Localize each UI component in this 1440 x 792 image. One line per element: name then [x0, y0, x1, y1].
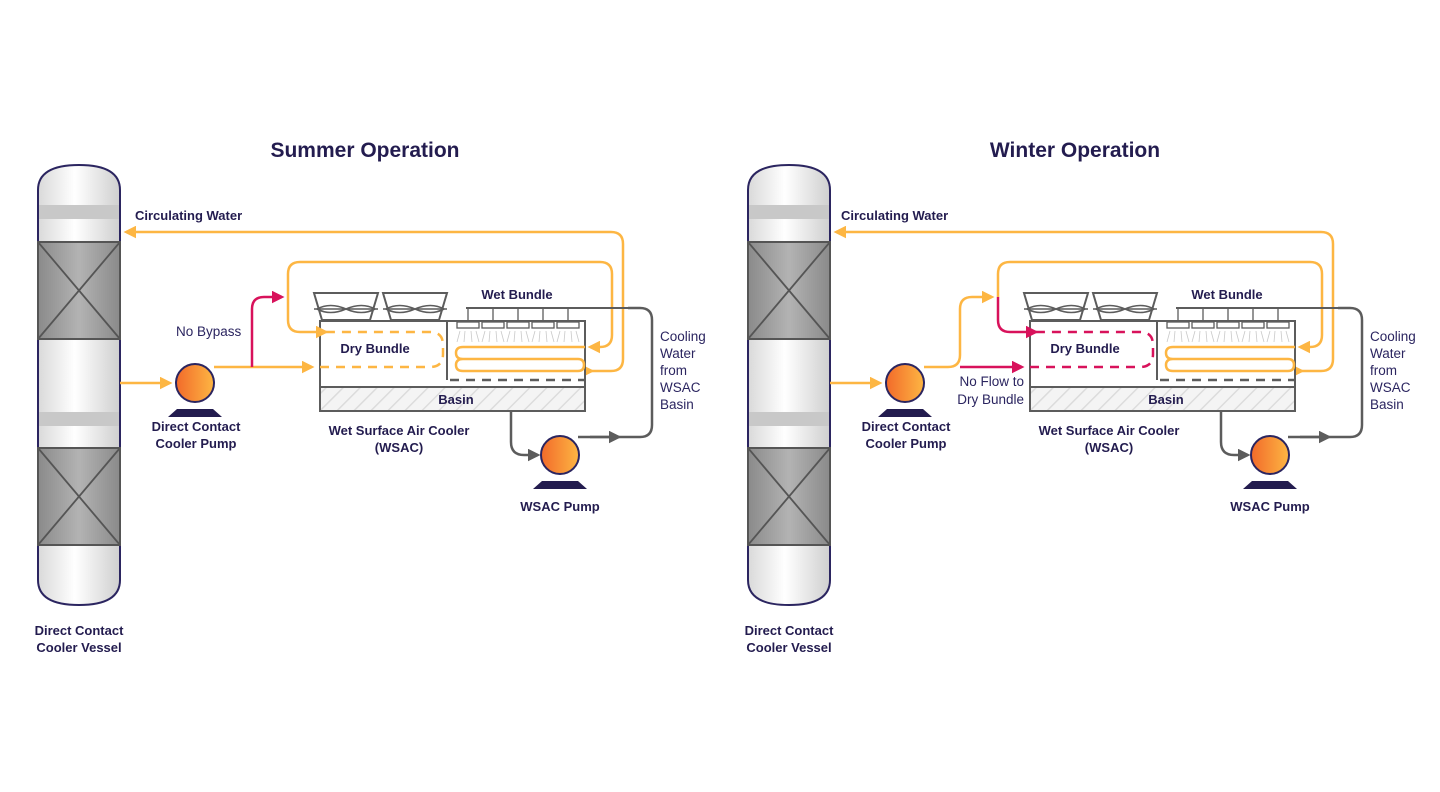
dcc-pump-label-line1: Direct Contact: [152, 419, 242, 434]
wet-bundle-label: Wet Bundle: [481, 287, 552, 302]
circulating-water-label: Circulating Water: [135, 208, 242, 223]
dry-bundle-coil: [1030, 330, 1155, 369]
wsac-pump-icon: [1242, 435, 1298, 490]
dcc-pump-label-line1: Direct Contact: [862, 419, 952, 434]
svg-text:WSAC: WSAC: [660, 380, 701, 395]
summer-panel: Summer Operation Circulating Water No By…: [35, 139, 706, 655]
vessel-label-line1: Direct Contact: [35, 623, 125, 638]
fan-icon: [1023, 292, 1158, 321]
wsac-label-line1: Wet Surface Air Cooler: [1039, 423, 1180, 438]
dcc-pump-icon: [877, 363, 933, 418]
bypass-pipe: [250, 290, 285, 367]
dry-bundle-label: Dry Bundle: [1050, 341, 1119, 356]
svg-text:Cooling: Cooling: [1370, 329, 1416, 344]
svg-text:from: from: [1370, 363, 1397, 378]
wsac-label-line1: Wet Surface Air Cooler: [329, 423, 470, 438]
dcc-pump-label-line2: Cooler Pump: [866, 436, 947, 451]
wsac-pump-label: WSAC Pump: [520, 499, 600, 514]
basin-label: Basin: [1148, 392, 1183, 407]
panel-title: Winter Operation: [990, 139, 1160, 162]
bypass-label-line1: No Flow to: [959, 374, 1024, 389]
svg-text:Cooling: Cooling: [660, 329, 706, 344]
bypass-label-line2: Dry Bundle: [957, 392, 1024, 407]
dcc-pump-icon: [167, 363, 223, 418]
dcc-pump-label-line2: Cooler Pump: [156, 436, 237, 451]
bypass-pipe: [924, 290, 995, 369]
dry-bundle-return-pipe: [286, 297, 329, 339]
panel-title: Summer Operation: [270, 139, 459, 162]
dry-bundle-label: Dry Bundle: [340, 341, 409, 356]
wsac-pump-icon: [532, 435, 588, 490]
dry-bundle-coil: [320, 330, 445, 369]
cooling-water-label: Cooling Water from WSAC Basin: [1370, 329, 1416, 412]
vessel-label-line2: Cooler Vessel: [746, 640, 831, 655]
svg-text:Water: Water: [660, 346, 696, 361]
wet-bundle-label: Wet Bundle: [1191, 287, 1262, 302]
svg-text:Basin: Basin: [1370, 397, 1404, 412]
dcc-vessel: [37, 164, 121, 606]
svg-text:WSAC: WSAC: [1370, 380, 1411, 395]
vessel-label-line2: Cooler Vessel: [36, 640, 121, 655]
circulating-water-label: Circulating Water: [841, 208, 948, 223]
dry-bundle-return-pipe: [996, 297, 1039, 339]
wsac-pump-label: WSAC Pump: [1230, 499, 1310, 514]
wsac-label-line2: (WSAC): [375, 440, 423, 455]
vessel-label-line1: Direct Contact: [745, 623, 835, 638]
fan-icon: [313, 292, 448, 321]
svg-text:Basin: Basin: [660, 397, 694, 412]
svg-text:from: from: [660, 363, 687, 378]
cooling-water-label: Cooling Water from WSAC Basin: [660, 329, 706, 412]
wsac-label-line2: (WSAC): [1085, 440, 1133, 455]
basin-label: Basin: [438, 392, 473, 407]
bypass-label: No Bypass: [176, 324, 242, 339]
svg-text:Water: Water: [1370, 346, 1406, 361]
dcc-vessel: [747, 164, 831, 606]
winter-panel: Winter Operation Circulating Water No Fl…: [745, 139, 1416, 655]
